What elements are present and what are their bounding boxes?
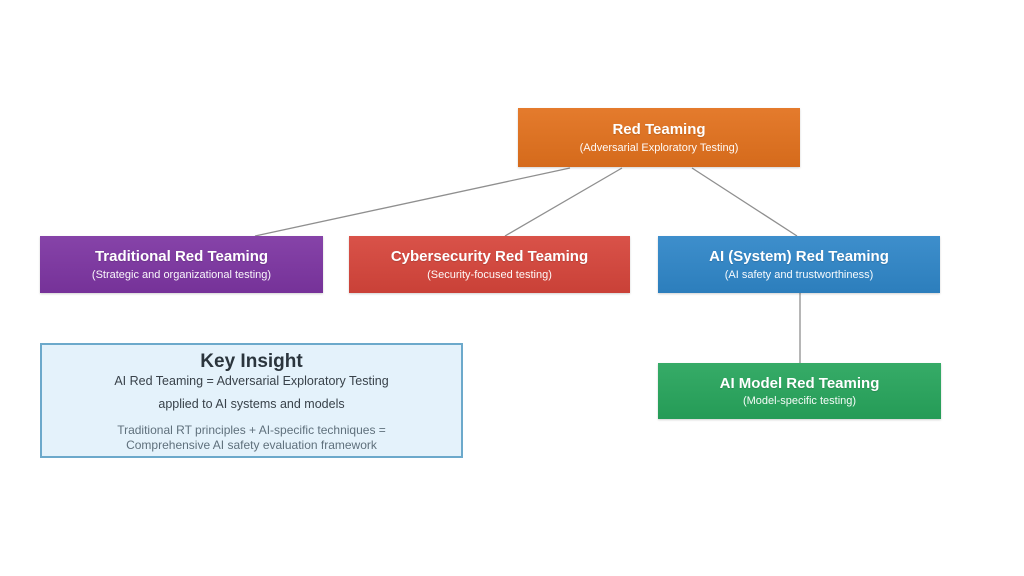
key-insight-title: Key Insight	[200, 351, 303, 372]
node-cybersecurity-red-teaming: Cybersecurity Red Teaming (Security-focu…	[349, 236, 630, 293]
node-traditional-red-teaming: Traditional Red Teaming (Strategic and o…	[40, 236, 323, 293]
node-ai-system-subtitle: (AI safety and trustworthiness)	[724, 268, 874, 281]
node-ai-system-title: AI (System) Red Teaming	[709, 248, 889, 266]
key-insight-line-3: Traditional RT principles + AI-specific …	[117, 422, 386, 437]
node-ai-model-title: AI Model Red Teaming	[719, 374, 880, 392]
key-insight-line-1: AI Red Teaming = Adversarial Exploratory…	[114, 373, 389, 388]
key-insight-panel: Key Insight AI Red Teaming = Adversarial…	[40, 343, 463, 458]
node-cybersecurity-title: Cybersecurity Red Teaming	[390, 248, 589, 266]
key-insight-line-4: Comprehensive AI safety evaluation frame…	[126, 438, 377, 453]
node-cybersecurity-subtitle: (Security-focused testing)	[427, 268, 552, 281]
node-ai-model-red-teaming: AI Model Red Teaming (Model-specific tes…	[658, 363, 941, 419]
node-traditional-title: Traditional Red Teaming	[94, 248, 269, 266]
node-ai-system-red-teaming: AI (System) Red Teaming (AI safety and t…	[658, 236, 940, 293]
node-red-teaming: Red Teaming (Adversarial Exploratory Tes…	[518, 108, 800, 167]
node-red-teaming-subtitle: (Adversarial Exploratory Testing)	[579, 141, 739, 154]
node-red-teaming-title: Red Teaming	[612, 121, 706, 139]
key-insight-line-2: applied to AI systems and models	[158, 396, 345, 411]
node-traditional-subtitle: (Strategic and organizational testing)	[91, 268, 272, 281]
node-ai-model-subtitle: (Model-specific testing)	[742, 395, 857, 408]
